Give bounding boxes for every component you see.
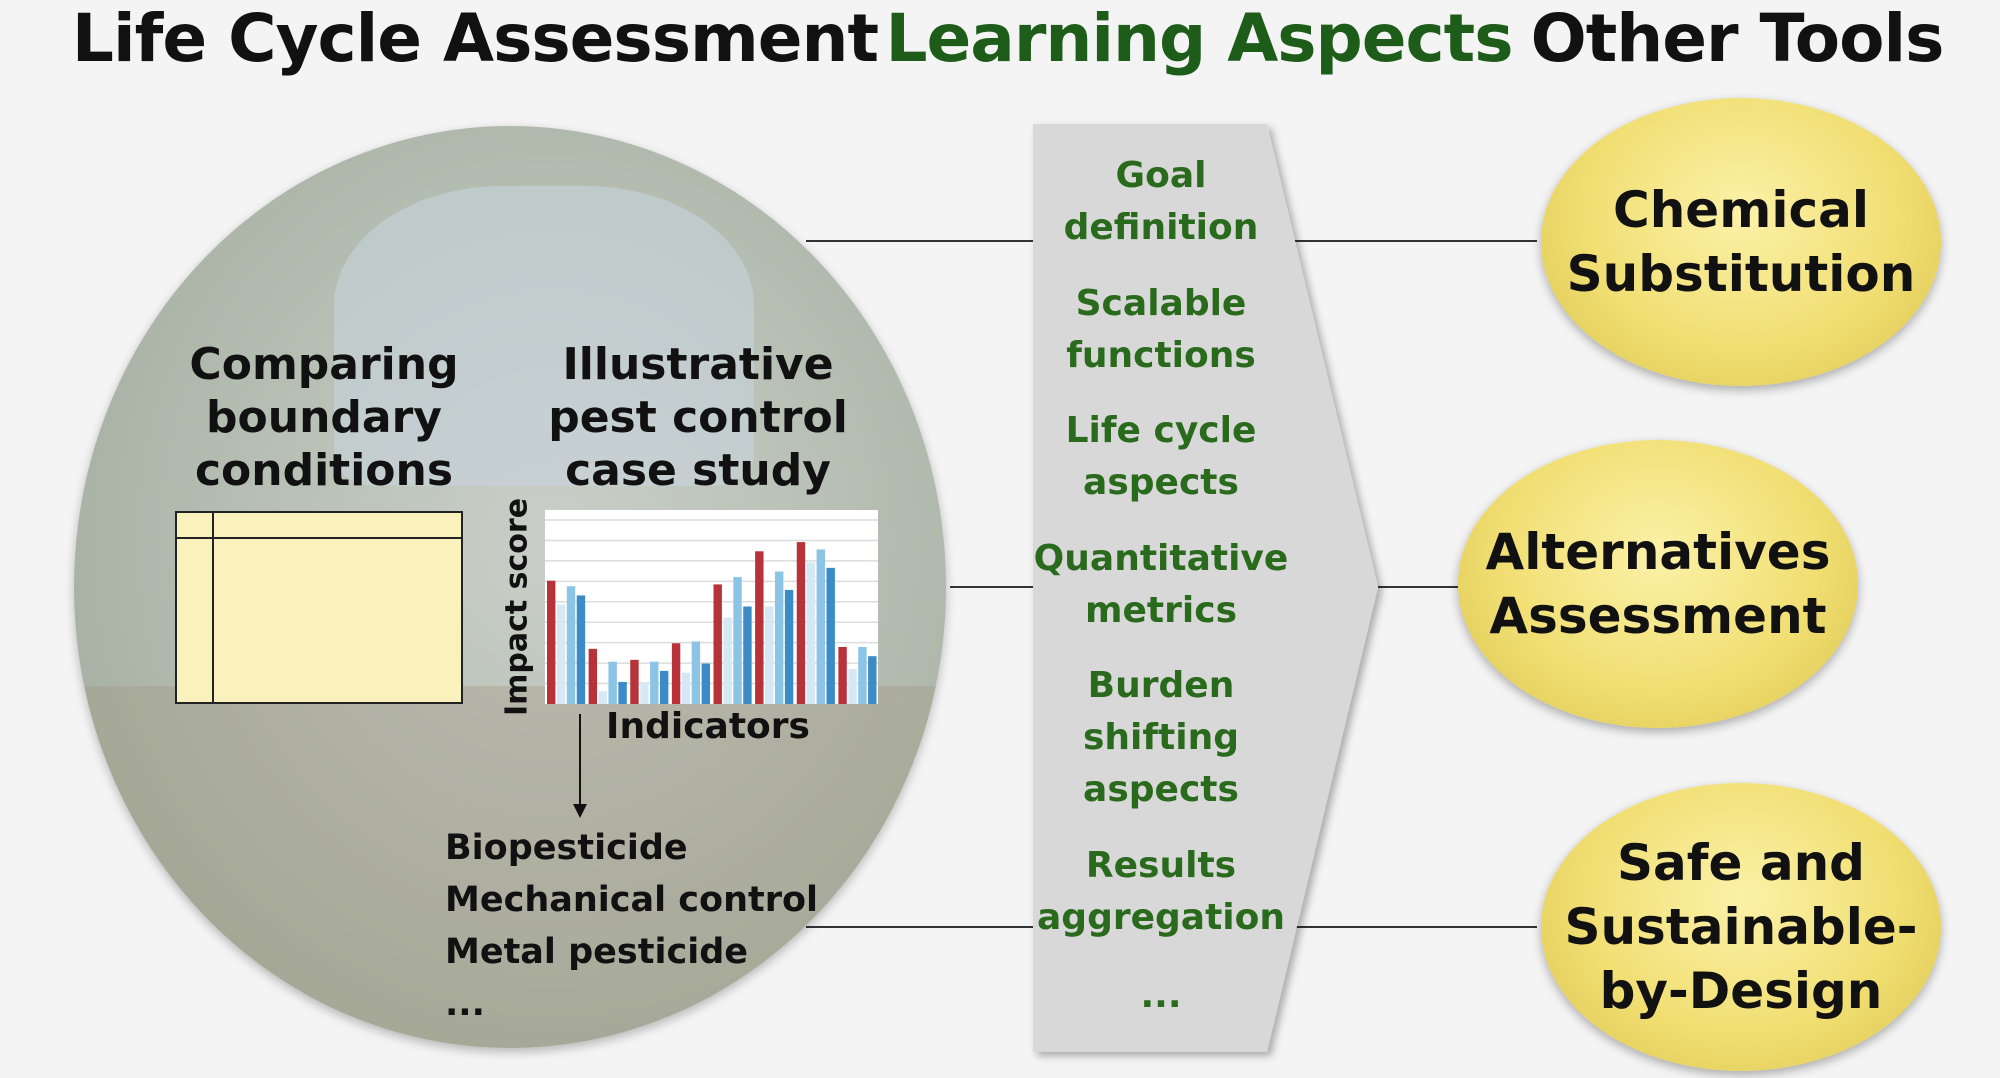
learning-item-quantitative: Quantitative metrics [1034,533,1289,637]
label-line: pest control [548,392,848,443]
bar-blue-1 [576,595,586,704]
connector-line [950,586,1033,588]
line: shifting [1082,717,1240,758]
learning-item-scalable: Scalable functions [1066,278,1256,382]
bar-red-4 [671,643,681,704]
impact-bar-chart [545,510,878,704]
label-line: Illustrative [562,339,834,390]
label-line: conditions [194,445,454,496]
line: definition [1063,207,1259,248]
label-line: Comparing [189,339,459,390]
bar-light-blue-2 [608,661,617,704]
bar-blue-5 [743,606,752,704]
connector-line [1378,586,1458,588]
list-item: ... [445,984,485,1024]
bar-red-8 [838,646,847,704]
line: Life cycle [1065,410,1257,451]
bar-pale-blue-1 [556,604,566,704]
comparing-boundary-label: Comparing boundary conditions [189,338,458,497]
bar-light-blue-3 [650,661,659,704]
bar-pale-blue-4 [681,672,691,704]
line: Goal [1115,155,1207,196]
bar-red-2 [588,648,598,704]
arrow-head-icon [573,804,587,818]
line: metrics [1084,590,1237,631]
arrow-down-icon [579,714,581,806]
bar-light-blue-8 [858,646,867,704]
connector-line [806,926,1033,928]
bar-blue-4 [701,663,711,704]
learning-item-more: ... [1140,970,1181,1022]
bar-red-7 [796,542,806,704]
bar-blue-6 [784,589,794,704]
line: Burden [1087,665,1235,706]
learning-item-life-cycle: Life cycle aspects [1066,405,1257,509]
list-item: Metal pesticide [445,932,748,972]
connector-line [1292,926,1537,928]
connector-line [1292,240,1537,242]
bar-pale-blue-7 [806,562,816,704]
bar-blue-7 [826,567,835,704]
bar-light-blue-7 [816,549,825,704]
table-header-divider [177,537,461,539]
learning-arrow-shape [1033,124,1378,1052]
line: functions [1066,335,1256,376]
tool-chemical-substitution: Chemical Substitution [1541,98,1941,386]
line: aggregation [1037,897,1285,938]
learning-item-burden-shifting: Burden shifting aspects [1083,660,1239,816]
alternatives-list: Biopesticide Mechanical control Metal pe… [445,822,818,1030]
line: ... [1140,975,1182,1016]
bar-light-blue-4 [691,641,701,704]
line: Quantitative [1033,538,1289,579]
boundary-table-icon [175,511,463,704]
line: Results [1085,845,1237,886]
bar-light-blue-1 [566,586,576,704]
bar-blue-3 [659,670,669,704]
bar-light-blue-6 [774,571,784,704]
tool-alternatives-assessment: Alternatives Assessment [1458,440,1858,728]
bar-pale-blue-5 [723,617,732,704]
line: Scalable [1075,283,1247,324]
bar-pale-blue-2 [598,691,607,704]
bar-red-3 [630,659,639,704]
line: aspects [1083,462,1239,503]
lca-header: Life Cycle Assessment [71,0,879,77]
connector-line [806,240,1033,242]
label-line: case study [565,445,831,496]
bar-blue-2 [618,681,627,704]
y-axis-label: Impact score [499,497,535,717]
case-study-label: Illustrative pest control case study [548,338,848,497]
learning-aspects-header: Learning Aspects [885,0,1513,77]
x-axis-label: Indicators [606,706,810,747]
learning-item-results: Results aggregation [1037,840,1285,944]
list-item: Biopesticide [445,828,688,868]
learning-item-goal: Goal definition [1064,150,1259,254]
other-tools-header: Other Tools [1530,0,1945,77]
bar-red-6 [755,551,764,704]
bar-blue-8 [868,656,877,704]
bar-light-blue-5 [733,577,742,704]
background-photo-ground [74,686,946,1048]
line: aspects [1083,769,1239,810]
background-photo [334,186,754,486]
table-column-divider [212,513,214,702]
list-item: Mechanical control [445,880,819,920]
bar-red-1 [547,580,556,704]
bar-red-5 [713,584,722,704]
bar-pale-blue-8 [848,669,857,704]
bar-pale-blue-6 [765,606,774,704]
bar-pale-blue-3 [640,681,649,704]
label-line: boundary [206,392,442,443]
tool-safe-sustainable-by-design: Safe and Sustainable- by-Design [1541,783,1941,1071]
